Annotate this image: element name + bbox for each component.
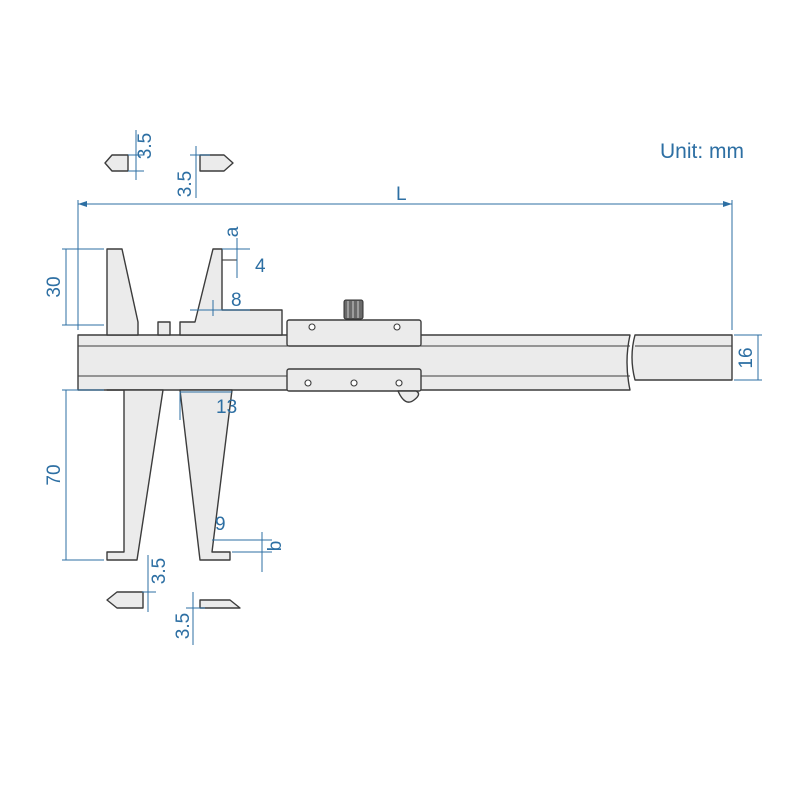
dimension-lines: [62, 130, 762, 645]
dimension-tip-upper-right: 3.5: [175, 171, 196, 197]
dimension-lower-tip-width: 9: [215, 514, 226, 535]
tip-detail-lower-right: [199, 599, 241, 609]
screw-4: [350, 379, 358, 387]
label-a: a: [222, 226, 243, 237]
screw-2: [393, 323, 401, 331]
dimension-lower-jaw-gap: 13: [216, 397, 237, 418]
sliding-jaw: [179, 248, 283, 561]
dimension-tip-upper-left: 3.5: [135, 133, 156, 159]
screw-1: [308, 323, 316, 331]
dimension-length: L: [396, 184, 407, 205]
fixed-jaw: [106, 248, 171, 561]
dimension-upper-tip-width: 4: [255, 256, 266, 277]
thumb-wheel: [397, 390, 420, 403]
tip-detail-lower-left: [106, 591, 144, 609]
dimension-tip-lower-left: 3.5: [149, 558, 170, 584]
dimension-lower-jaw-depth: 70: [44, 464, 65, 485]
screw-3: [304, 379, 312, 387]
tip-detail-upper-left: [104, 154, 129, 172]
unit-label: Unit: mm: [660, 140, 744, 163]
main-beam: [77, 334, 733, 391]
dimension-beam-height: 16: [736, 347, 757, 368]
dimension-tip-lower-right: 3.5: [173, 613, 194, 639]
slider-assembly: [286, 299, 422, 403]
dimension-upper-jaw-depth: 30: [44, 276, 65, 297]
label-b: b: [265, 541, 286, 552]
screw-5: [395, 379, 403, 387]
slider-upper-plate: [286, 319, 422, 347]
tip-detail-upper-right: [199, 154, 234, 172]
dimension-upper-jaw-width: 8: [231, 290, 242, 311]
